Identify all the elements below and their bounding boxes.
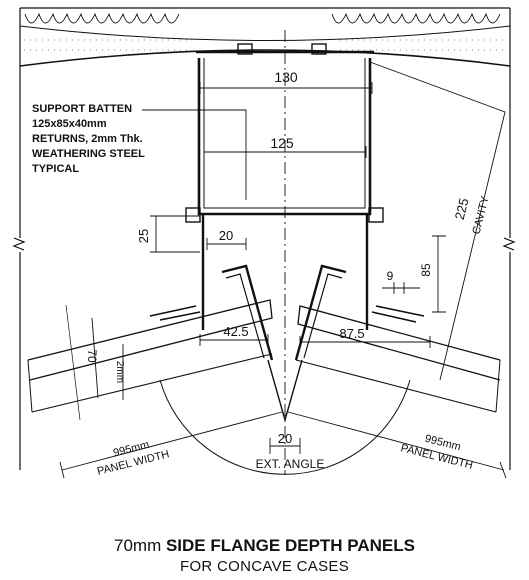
callout-line-3: RETURNS, 2mm Thk. (32, 133, 143, 145)
drawing-frame (19, 7, 511, 470)
left-panel-hook-inner (225, 273, 265, 359)
break-mark-right (502, 237, 516, 251)
right-panel-hook-inner (303, 273, 343, 359)
dim-25-label: 25 (136, 229, 151, 243)
callout-leader (142, 109, 247, 200)
insulation-band (19, 25, 511, 41)
support-batten (197, 58, 372, 216)
left-dim-70 (91, 317, 99, 399)
dim-87-label: 87.5 (339, 326, 364, 341)
caption-title-rest: SIDE FLANGE DEPTH PANELS (161, 536, 415, 555)
left-panel-edge (27, 359, 33, 413)
callout-line-1: SUPPORT BATTEN (32, 103, 132, 115)
right-dim-9 (382, 282, 420, 294)
top-bolt-left (237, 43, 253, 55)
left-clip (149, 305, 201, 321)
dim-20-bottom-label: 20 (278, 431, 292, 446)
left-panel-guide (65, 304, 81, 421)
right-panel-hook (294, 264, 347, 361)
caption-subtitle: FOR CONCAVE CASES (179, 558, 350, 575)
right-clip (371, 305, 425, 323)
left-panel-outer (27, 299, 273, 381)
left-dim-42 (199, 334, 269, 346)
callout-line-5: TYPICAL (32, 163, 79, 175)
dim-85-label: 85 (419, 263, 433, 277)
dim-225-label: 225 (452, 197, 472, 222)
support-batten-inner (203, 58, 366, 209)
callout-line-4: WEATHERING STEEL (32, 148, 145, 160)
dim-2mm-label: 2mm (114, 361, 125, 383)
dim-20-top-label: 20 (219, 228, 233, 243)
side-bolt-right (368, 207, 384, 223)
dim-130-ticks (199, 82, 373, 94)
ext-angle-label: EXT. ANGLE (256, 457, 325, 471)
dim-130-label: 130 (274, 69, 298, 85)
stipple-hatch (24, 39, 506, 51)
insulation-pattern (24, 12, 501, 24)
dim-125-label: 125 (270, 135, 294, 151)
right-panel-outer (297, 305, 501, 381)
callout-line-2: 125x85x40mm (32, 118, 107, 130)
dim-70-label: 70 (85, 349, 99, 363)
break-mark-left (12, 237, 26, 251)
dim-42-label: 42.5 (223, 324, 248, 339)
right-panel-lower (295, 359, 497, 413)
joint-v (267, 359, 303, 423)
side-bolt-left (185, 207, 201, 223)
ext-angle-arc (159, 379, 411, 475)
dim-20-bottom (269, 438, 301, 454)
right-panel-edge (495, 359, 501, 413)
dim-25-line (150, 215, 200, 253)
dim-20-top (206, 238, 247, 250)
cavity-label: CAVITY (471, 194, 492, 235)
dim-9-label: 9 (387, 269, 394, 283)
dim-125-ticks (203, 146, 367, 158)
right-dim-85 (432, 235, 446, 313)
caption-depth: 70mm (114, 536, 162, 555)
left-panel-lower (31, 353, 273, 413)
panel-section-drawing: 130 125 SUPPORT BATTEN 125x85x40mm RETUR… (12, 7, 516, 479)
cavity-dim-line (369, 61, 506, 381)
left-width-dim (59, 411, 283, 479)
right-dim-87 (299, 336, 431, 348)
caption-title: 70mm SIDE FLANGE DEPTH PANELS (0, 536, 529, 556)
top-bolt-right (311, 43, 327, 55)
ceiling-curve (19, 49, 511, 67)
left-panel-hook (221, 264, 274, 361)
right-width-dim (287, 411, 507, 479)
